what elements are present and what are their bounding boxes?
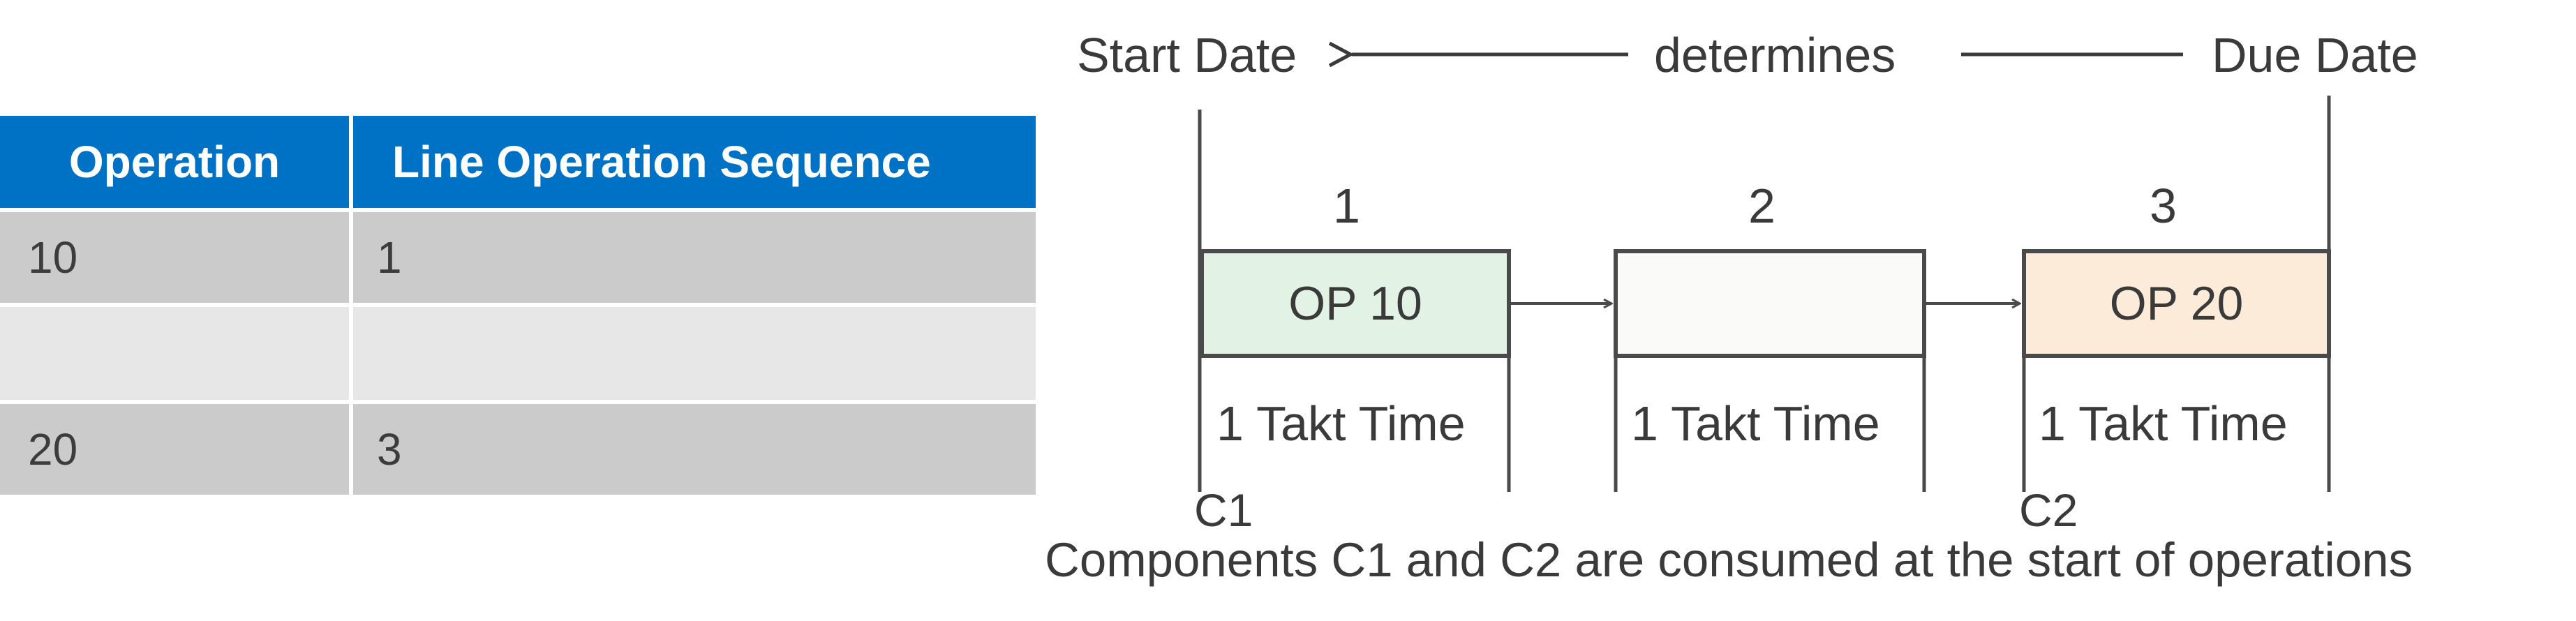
component-label-c1: C1 [1194,484,1253,536]
op-box-1: OP 10 [1200,249,1511,358]
op-box-3: OP 20 [2022,249,2331,358]
table-cell-operation-3: 20 [0,404,349,495]
takt-label-2: 1 Takt Time [1631,396,1880,451]
slot-number-1: 1 [1333,179,1360,233]
diagram-caption: Components C1 and C2 are consumed at the… [1045,533,2413,587]
table-cell-sequence-3: 3 [353,404,1036,495]
due-date-label: Due Date [2212,28,2418,82]
table-cell-operation-1: 10 [0,212,349,303]
determines-label: determines [1654,28,1896,82]
takt-label-1: 1 Takt Time [1216,396,1466,451]
slot-number-3: 3 [2150,179,2177,233]
table-cell-operation-2 [0,307,349,400]
header-line-operation-sequence: Line Operation Sequence [353,116,1036,208]
takt-label-3: 1 Takt Time [2039,396,2288,451]
component-label-c2: C2 [2019,484,2078,536]
header-operation: Operation [0,116,349,208]
start-date-label: Start Date [1077,28,1297,82]
op-box-2 [1614,249,1926,358]
operation-table: Operation Line Operation Sequence 10 1 2… [0,116,1036,495]
table-cell-sequence-1: 1 [353,212,1036,303]
slot-number-2: 2 [1748,179,1775,233]
table-cell-sequence-2 [353,307,1036,400]
